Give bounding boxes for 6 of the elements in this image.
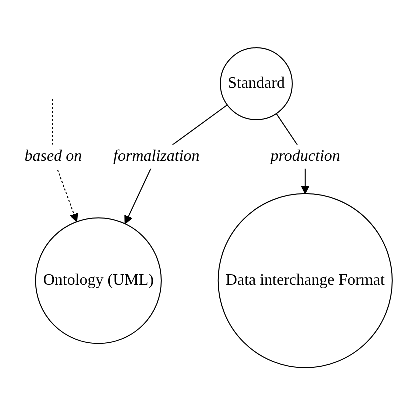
edge-label: based on — [24, 148, 82, 165]
node-circle: Ontology (UML) — [35, 218, 162, 344]
edge-label: production — [270, 148, 340, 165]
edge-label: formalization — [113, 148, 200, 165]
node-circle: Standard — [220, 48, 293, 120]
node-circle: Data interchange Format — [218, 193, 393, 368]
